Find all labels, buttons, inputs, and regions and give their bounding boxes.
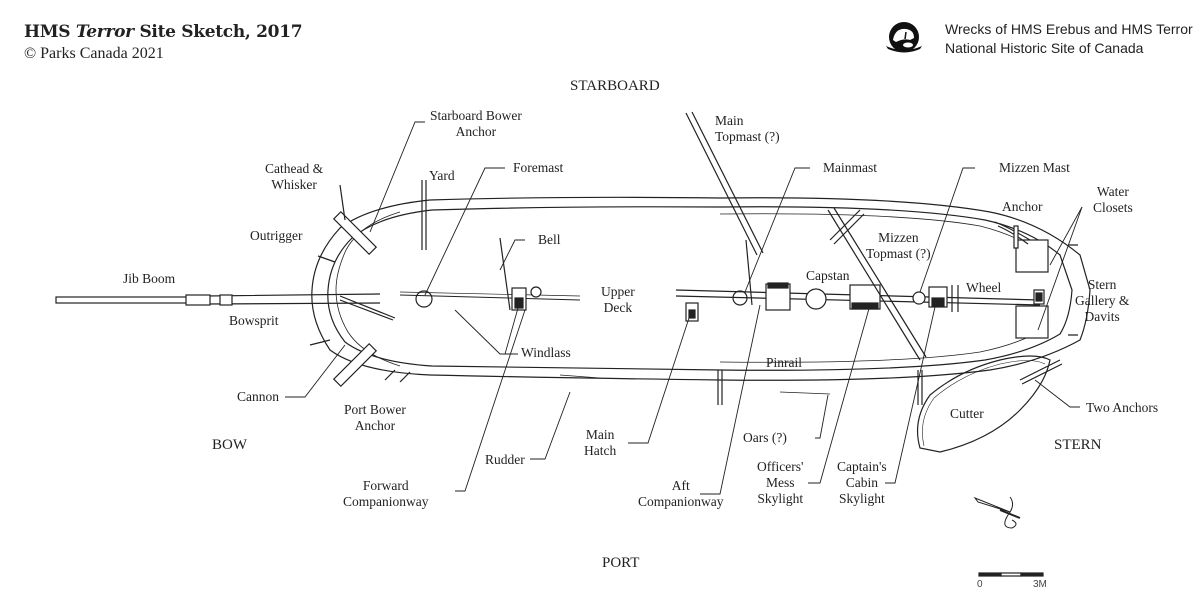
label-line: Mess [765, 475, 795, 490]
label-pinrail: Pinrail [766, 355, 802, 370]
label-line: Starboard Bower [430, 108, 522, 123]
label-line: Officers' [757, 459, 804, 474]
label-line: Main [585, 427, 615, 442]
label-line: Gallery & [1075, 293, 1130, 308]
label-aft-companionway: Aft Companionway [638, 478, 724, 510]
copyright: © Parks Canada 2021 [24, 45, 164, 62]
label-oars: Oars (?) [743, 430, 787, 445]
label-upper-deck: Upper Deck [601, 284, 635, 316]
label-wheel: Wheel [966, 280, 1002, 295]
scale-start: 0 [977, 579, 983, 590]
label-bell: Bell [538, 232, 561, 247]
label-forward-companionway: Forward Companionway [343, 478, 429, 510]
label-jib-boom: Jib Boom [123, 271, 176, 286]
cutter [917, 355, 1051, 453]
label-line: Main [715, 113, 744, 128]
label-rudder: Rudder [485, 452, 525, 467]
label-cutter: Cutter [950, 406, 984, 421]
label-cathead-whisker: Cathead & Whisker [265, 161, 323, 193]
label-officers-mess-skylight: Officers' Mess Skylight [757, 459, 803, 507]
hull-outline [311, 196, 1091, 381]
label-water-closets: Water Closets [1093, 184, 1133, 216]
orientation-starboard: STARBOARD [570, 78, 660, 94]
label-line: Companionway [638, 494, 724, 509]
org-line-1: Wrecks of HMS Erebus and HMS Terror [945, 21, 1193, 37]
label-starboard-bower-anchor: Starboard Bower Anchor [430, 108, 522, 140]
label-foremast: Foremast [513, 160, 564, 175]
hull-inner [327, 206, 1073, 371]
label-line: Anchor [354, 418, 396, 433]
label-line: Hatch [584, 443, 617, 458]
label-main-hatch: Main Hatch [584, 427, 616, 459]
main-topmast [685, 111, 764, 256]
orientation-stern: STERN [1054, 437, 1102, 453]
label-line: Davits [1084, 309, 1120, 324]
label-mizzen-topmast: Mizzen Topmast (?) [866, 230, 931, 262]
scale-end: 3M [1033, 579, 1047, 590]
label-mizzen-mast: Mizzen Mast [999, 160, 1070, 175]
label-capstan: Capstan [806, 268, 850, 283]
label-main-topmast: Main Topmast (?) [715, 113, 780, 145]
label-line: Mizzen [878, 230, 919, 245]
label-line: Cabin [845, 475, 878, 490]
label-line: Captain's [837, 459, 887, 474]
label-line: Skylight [838, 491, 885, 506]
label-line: Stern [1087, 277, 1117, 292]
label-mainmast: Mainmast [823, 160, 877, 175]
label-line: Skylight [757, 491, 804, 506]
label-line: Whisker [271, 177, 317, 192]
label-cannon: Cannon [237, 389, 279, 404]
label-line: Water [1096, 184, 1129, 199]
label-line: Closets [1093, 200, 1133, 215]
label-line: Topmast (?) [715, 129, 780, 144]
org-line-2: National Historic Site of Canada [945, 40, 1144, 56]
label-line: Forward [362, 478, 409, 493]
label-captains-cabin-skylight: Captain's Cabin Skylight [837, 459, 887, 507]
foremast-stump [415, 290, 433, 308]
label-anchor: Anchor [1002, 199, 1043, 214]
mizzen-mast-stump [912, 291, 926, 305]
label-two-anchors: Two Anchors [1086, 400, 1159, 415]
label-line: Cathead & [265, 161, 324, 176]
title-prefix: HMS [24, 22, 76, 42]
label-line: Aft [671, 478, 690, 493]
label-line: Anchor [455, 124, 497, 139]
capstan [805, 288, 827, 310]
label-line: Port Bower [344, 402, 406, 417]
label-line: Upper [601, 284, 635, 299]
label-line: Deck [603, 300, 633, 315]
organization-name: Wrecks of HMS Erebus and HMS Terror Nati… [945, 20, 1193, 58]
label-windlass: Windlass [521, 345, 571, 360]
page-title: HMS Terror Site Sketch, 2017 [24, 22, 303, 42]
parks-canada-beaver-logo-icon [886, 22, 922, 53]
label-line: Topmast (?) [866, 246, 931, 261]
label-port-bower-anchor: Port Bower Anchor [344, 402, 406, 434]
jib-boom [55, 296, 207, 304]
title-suffix: Site Sketch, 2017 [133, 22, 303, 42]
north-arrow-icon [973, 496, 1021, 529]
orientation-port: PORT [602, 555, 640, 571]
orientation-bow: BOW [212, 437, 247, 453]
label-outrigger: Outrigger [250, 228, 303, 243]
bowsprit [205, 293, 381, 305]
leader-lines [285, 121, 1083, 495]
scale-bar [978, 572, 1044, 577]
label-stern-gallery-davits: Stern Gallery & Davits [1075, 277, 1129, 325]
title-ship-name: Terror [75, 22, 134, 42]
label-yard: Yard [429, 168, 455, 183]
label-line: Companionway [343, 494, 429, 509]
label-bowsprit: Bowsprit [229, 313, 279, 328]
